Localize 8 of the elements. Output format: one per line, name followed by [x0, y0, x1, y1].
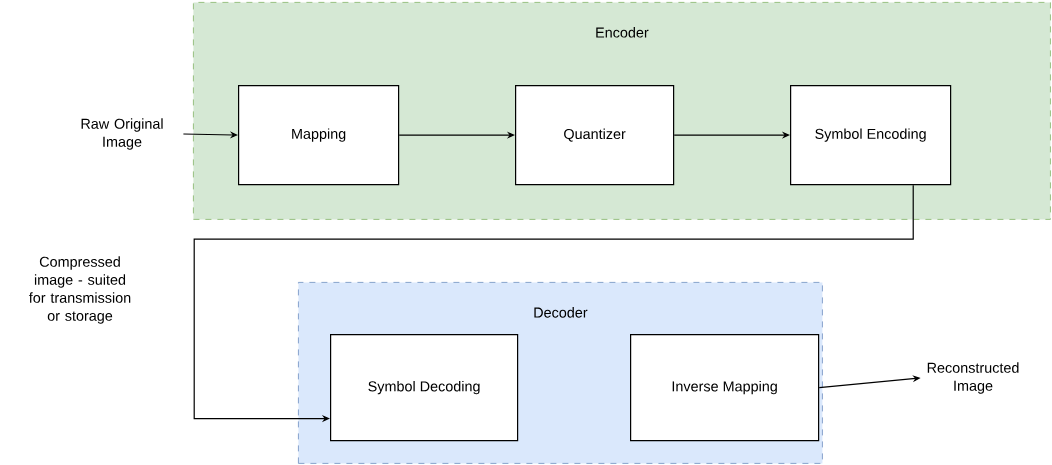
- text-label: Reconstructed Image: [927, 362, 1019, 394]
- process-box: Mapping: [238, 85, 400, 186]
- process-box: Symbol Decoding: [330, 334, 519, 442]
- process-box: Quantizer: [515, 85, 675, 186]
- process-box: Inverse Mapping: [630, 334, 820, 442]
- edge-label: Compressed image - suited for transmission or storage: [29, 256, 131, 324]
- text-label: Raw Original Image: [81, 118, 163, 150]
- process-box: Symbol Encoding: [790, 85, 952, 186]
